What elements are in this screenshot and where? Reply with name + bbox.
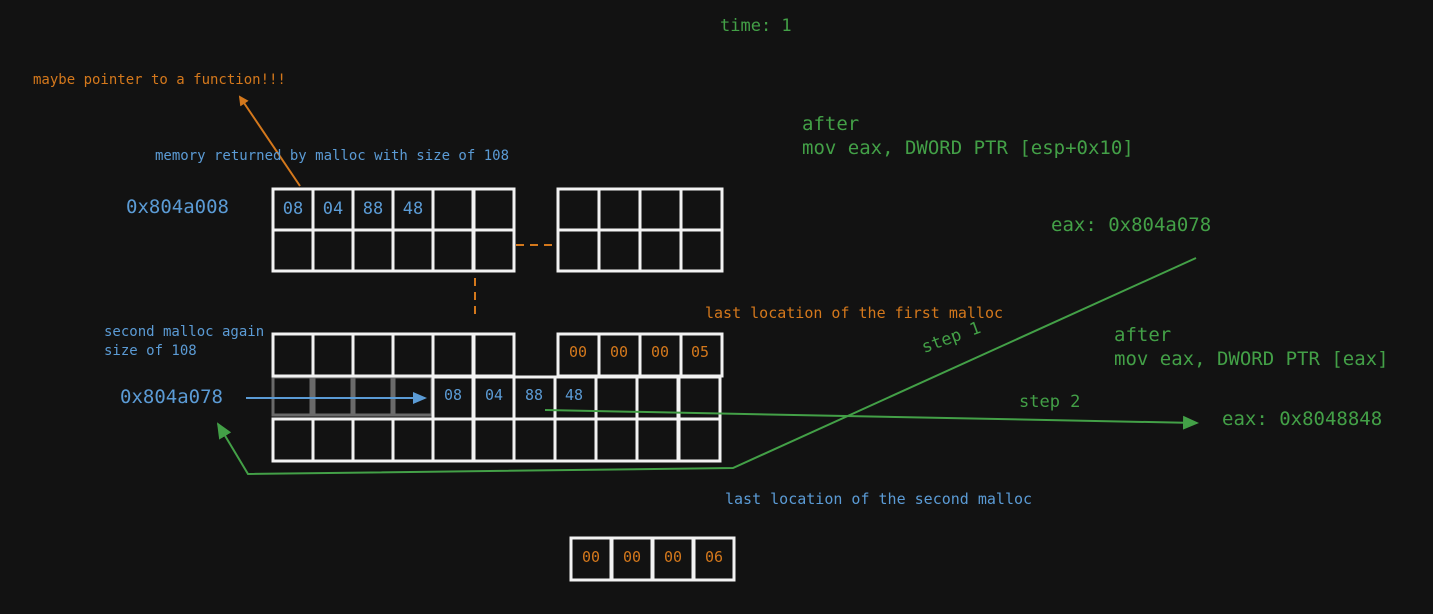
- block2-address: 0x804a078: [120, 386, 223, 408]
- second-malloc-last-label: last location of the second malloc: [725, 490, 1033, 508]
- block1-cell: [271, 228, 315, 273]
- block2-cell: [677, 417, 722, 463]
- block1-extra-cell: [556, 228, 601, 273]
- second-trailer-byte: 00: [623, 548, 641, 566]
- block1-cell: [351, 228, 395, 273]
- step1-arrow: [216, 257, 1197, 476]
- block1-byte: 88: [363, 199, 383, 219]
- step2-instruction: mov eax, DWORD PTR [eax]: [1114, 348, 1389, 370]
- block2-cell: [553, 417, 598, 463]
- memory-cells: [271, 187, 736, 582]
- block2-cell: [351, 417, 395, 463]
- block2-title-line2: size of 108: [104, 343, 197, 359]
- block1-byte: 48: [403, 199, 423, 219]
- block2-trailer-byte: 00: [610, 343, 628, 361]
- block2-byte: 04: [485, 386, 503, 404]
- second-trailer-byte: 06: [705, 548, 723, 566]
- block2-cell: [351, 332, 395, 378]
- block2-cell: [391, 417, 435, 463]
- block2-cell: [472, 332, 516, 378]
- block2-trailer-byte: 05: [691, 343, 709, 361]
- block1-byte: 08: [283, 199, 303, 219]
- step1-heading: after: [802, 113, 860, 135]
- block2-cell: [431, 417, 475, 463]
- block1-cell: [431, 187, 475, 232]
- step1-instruction: mov eax, DWORD PTR [esp+0x10]: [802, 137, 1134, 159]
- block2-cell: [311, 332, 355, 378]
- block1-cell: [431, 228, 475, 273]
- block1-extra-cell: [679, 228, 724, 273]
- block1-title: memory returned by malloc with size of 1…: [155, 148, 510, 164]
- function-pointer-annotation: maybe pointer to a function!!!: [33, 72, 286, 88]
- block2-title-line1: second malloc again: [104, 324, 265, 340]
- block1-cell: [472, 187, 516, 232]
- block2-cell: [594, 417, 639, 463]
- block1-extra-cell: [638, 228, 683, 273]
- function-pointer-arrow: [238, 95, 301, 187]
- block1-extra-cell: [679, 187, 724, 232]
- second-trailer-byte: 00: [582, 548, 600, 566]
- step1-result: eax: 0x804a078: [1051, 214, 1212, 236]
- block1-cell: [472, 228, 516, 273]
- block1-extra-cell: [597, 187, 642, 232]
- cell-values: 08 04 88 48 00 00 00 05 08 04 88 48 00 00 00 06: [283, 199, 723, 566]
- second-trailer-byte: 00: [664, 548, 682, 566]
- block1-extra-cell: [597, 228, 642, 273]
- block1-cell: [311, 228, 355, 273]
- first-malloc-last-label: last location of the first malloc: [705, 304, 1004, 322]
- block1-cell: [391, 228, 435, 273]
- faded-cells: [271, 375, 434, 417]
- block1-byte: 04: [323, 199, 343, 219]
- block2-byte: 08: [444, 386, 462, 404]
- block2-cell: [472, 417, 516, 463]
- step2-label: step 2: [1019, 392, 1081, 412]
- second-trailer-cell: [692, 536, 736, 582]
- block2-cell: [431, 332, 475, 378]
- block1-extra-cell: [556, 187, 601, 232]
- step2-arrow: [544, 409, 1199, 430]
- step2-result: eax: 0x8048848: [1222, 408, 1383, 430]
- block2-trailer-byte: 00: [651, 343, 669, 361]
- block2-trailer-byte: 00: [569, 343, 587, 361]
- block2-cell: [391, 332, 435, 378]
- time-label: time: 1: [720, 16, 792, 36]
- block2-cell: [512, 417, 557, 463]
- block2-cell: [271, 417, 315, 463]
- step2-heading: after: [1114, 324, 1172, 346]
- block2-cell: [635, 417, 680, 463]
- block1-address: 0x804a008: [126, 196, 229, 218]
- block2-byte: 48: [565, 386, 583, 404]
- block2-byte: 88: [525, 386, 543, 404]
- block2-cell: [271, 332, 315, 378]
- block1-extra-cell: [638, 187, 683, 232]
- block2-cell: [311, 417, 355, 463]
